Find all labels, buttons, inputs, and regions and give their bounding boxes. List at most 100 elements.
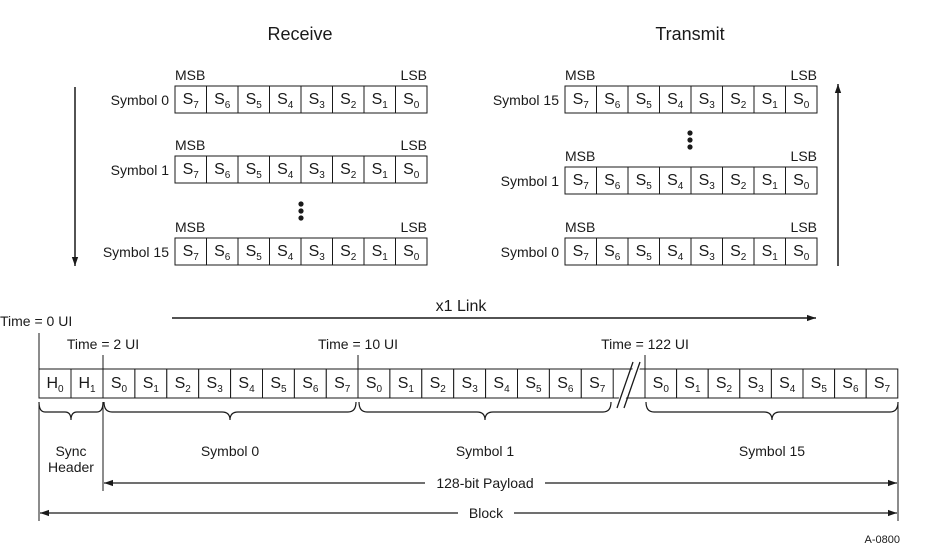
lsb-label: LSB bbox=[791, 219, 817, 235]
bit-cell bbox=[395, 85, 428, 114]
symbol-row-label: Symbol 15 bbox=[493, 92, 559, 108]
stream-cell bbox=[198, 368, 232, 399]
msb-label: MSB bbox=[175, 219, 205, 235]
stream-cell-label: S7 bbox=[874, 375, 891, 395]
bit-cell bbox=[269, 85, 302, 114]
bit-cell-label: S0 bbox=[793, 172, 810, 192]
bit-cell-label: S1 bbox=[372, 91, 389, 111]
stream-cell-label: S4 bbox=[238, 375, 255, 395]
bit-cell-label: S6 bbox=[214, 91, 231, 111]
bit-cell-label: S2 bbox=[730, 172, 747, 192]
bit-cell-label: S1 bbox=[762, 172, 779, 192]
link-label: x1 Link bbox=[436, 298, 488, 315]
bit-cell-label: S7 bbox=[183, 161, 200, 181]
stream-cell bbox=[739, 368, 772, 399]
bit-cell bbox=[564, 166, 597, 195]
bit-cell bbox=[785, 166, 818, 195]
symbol1-brace bbox=[358, 401, 612, 421]
bit-cell bbox=[722, 166, 755, 195]
bit-cell bbox=[363, 155, 396, 184]
stream-cell-label: H0 bbox=[46, 375, 64, 395]
stream-cell-label: S4 bbox=[779, 375, 796, 395]
bit-cell-label: S3 bbox=[699, 243, 716, 263]
stream-cell-label: S4 bbox=[493, 375, 510, 395]
bit-cell-label: S7 bbox=[573, 91, 590, 111]
bit-cell-label: S7 bbox=[183, 243, 200, 263]
bit-cell-label: S2 bbox=[730, 243, 747, 263]
bit-cell-label: S2 bbox=[730, 91, 747, 111]
stream-cell-label: S2 bbox=[175, 375, 192, 395]
bit-cell-label: S4 bbox=[667, 172, 684, 192]
bit-cell-label: S3 bbox=[699, 91, 716, 111]
bit-cell-label: S5 bbox=[636, 243, 653, 263]
bit-cell-label: S7 bbox=[573, 172, 590, 192]
symbol0-brace-label: Symbol 0 bbox=[201, 443, 260, 459]
msb-label: MSB bbox=[175, 137, 205, 153]
stream-cell-label: S1 bbox=[143, 375, 160, 395]
bit-cell-label: S5 bbox=[636, 91, 653, 111]
bit-cell bbox=[596, 237, 629, 266]
bit-cell bbox=[332, 85, 365, 114]
bit-cell bbox=[753, 85, 786, 114]
bit-cell bbox=[206, 237, 239, 266]
msb-label: MSB bbox=[565, 67, 595, 83]
bit-cell bbox=[753, 166, 786, 195]
bit-cell-label: S3 bbox=[309, 243, 326, 263]
stream-cell bbox=[580, 368, 614, 399]
stream-cell bbox=[676, 368, 709, 399]
bit-cell-label: S6 bbox=[604, 172, 621, 192]
bit-cell-label: S5 bbox=[636, 172, 653, 192]
bit-cell bbox=[395, 237, 428, 266]
bit-cell-label: S5 bbox=[246, 243, 263, 263]
stream-cell-label: S3 bbox=[207, 375, 224, 395]
bit-cell-label: S4 bbox=[277, 91, 294, 111]
bit-cell bbox=[269, 237, 302, 266]
transmit-title: Transmit bbox=[655, 24, 724, 44]
bit-cell-label: S6 bbox=[604, 91, 621, 111]
bit-cell-label: S3 bbox=[309, 91, 326, 111]
bit-cell-label: S2 bbox=[340, 91, 357, 111]
lsb-label: LSB bbox=[791, 67, 817, 83]
bit-cell bbox=[206, 155, 239, 184]
bit-cell bbox=[690, 166, 723, 195]
payload-label: 128-bit Payload bbox=[436, 475, 533, 491]
bit-cell bbox=[174, 155, 207, 184]
bit-cell bbox=[627, 166, 660, 195]
stream-cell-label: S0 bbox=[366, 375, 383, 395]
bit-cell bbox=[659, 166, 692, 195]
stream-cell-label: S1 bbox=[398, 375, 415, 395]
bit-cell bbox=[332, 155, 365, 184]
stream-cell bbox=[707, 368, 741, 399]
symbol15-brace bbox=[645, 401, 899, 421]
bit-cell-label: S6 bbox=[604, 243, 621, 263]
bit-cell-label: S5 bbox=[246, 161, 263, 181]
stream-cell-label: S5 bbox=[270, 375, 287, 395]
stream-cell bbox=[70, 368, 104, 399]
stream-cell bbox=[485, 368, 519, 399]
bit-cell-label: S4 bbox=[277, 161, 294, 181]
symbol-row-label: Symbol 1 bbox=[501, 173, 560, 189]
bit-cell bbox=[395, 155, 428, 184]
stream-cell bbox=[865, 368, 899, 399]
stream-cell bbox=[453, 368, 487, 399]
symbol1-brace-label: Symbol 1 bbox=[456, 443, 515, 459]
bit-cell-label: S4 bbox=[667, 243, 684, 263]
bit-cell bbox=[659, 237, 692, 266]
symbol-row-label: Symbol 1 bbox=[111, 162, 170, 178]
stream-cell-label: S6 bbox=[302, 375, 319, 395]
stream-cell-label: S7 bbox=[589, 375, 606, 395]
bit-cell-label: S3 bbox=[699, 172, 716, 192]
stream-cell-label: S5 bbox=[525, 375, 542, 395]
bit-cell-label: S0 bbox=[403, 161, 420, 181]
bit-cell-label: S6 bbox=[214, 161, 231, 181]
stream-cell-label: S0 bbox=[653, 375, 670, 395]
stream-cell-label: S3 bbox=[462, 375, 479, 395]
bit-cell-label: S7 bbox=[573, 243, 590, 263]
symbol15-brace-label: Symbol 15 bbox=[739, 443, 805, 459]
bit-cell-label: S0 bbox=[793, 243, 810, 263]
stream-cell bbox=[166, 368, 200, 399]
